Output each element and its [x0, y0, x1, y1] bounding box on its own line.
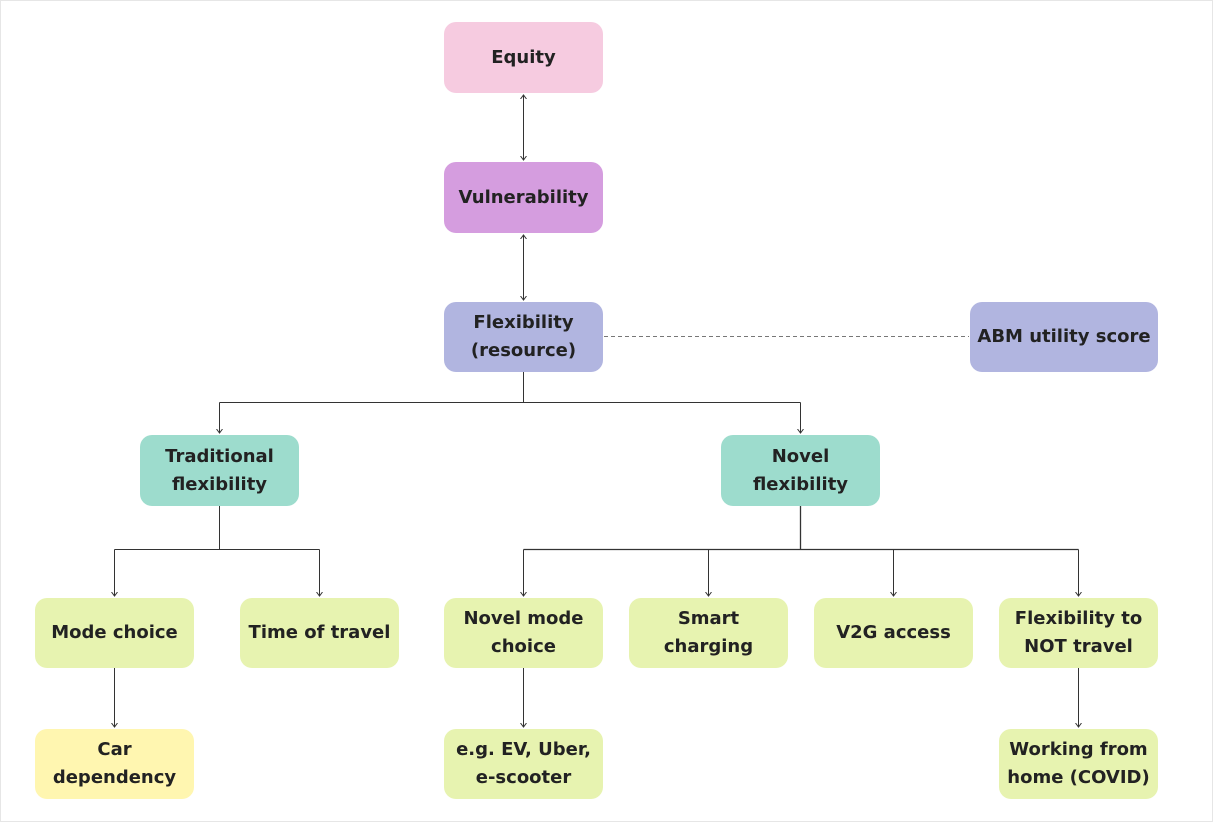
node-abm-utility-score: ABM utility score [970, 302, 1158, 372]
node-vulnerability: Vulnerability [444, 162, 603, 233]
node-equity: Equity [444, 22, 603, 93]
node-traditional-flexibility: Traditional flexibility [140, 435, 299, 506]
node-working-from-home: Working from home (COVID) [999, 729, 1158, 799]
node-v2g-access: V2G access [814, 598, 973, 668]
node-novel-flexibility: Novel flexibility [721, 435, 880, 506]
node-eg-ev-uber-escooter: e.g. EV, Uber, e-scooter [444, 729, 603, 799]
edge-traditional-split [114, 506, 320, 550]
node-car-dependency: Car dependency [35, 729, 194, 799]
node-smart-charging: Smart charging [629, 598, 788, 668]
edge-flexibility-split [219, 372, 801, 403]
node-time-of-travel: Time of travel [240, 598, 399, 668]
node-novel-mode-choice: Novel mode choice [444, 598, 603, 668]
edge-novel-split [523, 506, 1079, 551]
node-flexibility-not-travel: Flexibility to NOT travel [999, 598, 1158, 668]
node-flexibility-resource: Flexibility (resource) [444, 302, 603, 372]
node-mode-choice: Mode choice [35, 598, 194, 668]
